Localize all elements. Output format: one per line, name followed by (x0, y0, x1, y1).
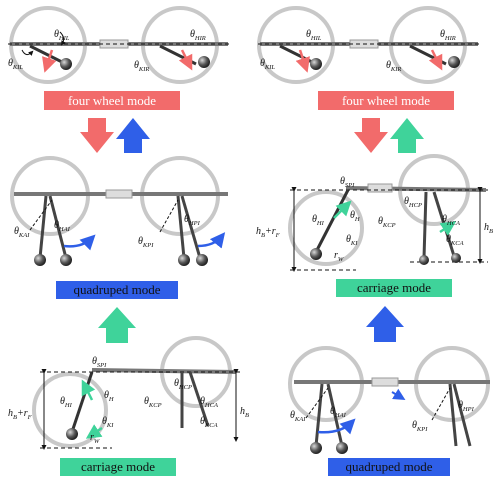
label-theta-HIL: θHIL (54, 29, 70, 42)
panel-bottom-left: θSPI θHI θH θKI rW hB+rF hB θHCP θKCP θH… (8, 336, 249, 476)
rotation-arrow-right (197, 232, 226, 249)
svg-text:θHCA: θHCA (442, 214, 460, 227)
panel-mid-right: θSPI θHI θH θKI rW hB+rF hB θHCP θKCP θH… (256, 154, 493, 297)
rotation-arrow-left (63, 234, 96, 251)
label-theta-KAI: θKAI (14, 226, 30, 239)
svg-text:θHCA: θHCA (200, 396, 218, 409)
leg-left (29, 44, 67, 66)
svg-text:rW: rW (334, 250, 344, 263)
panel-mid-left: θHAI θKAI θHPI θKPI quadruped mode (10, 156, 228, 299)
svg-text:θHI: θHI (312, 214, 325, 227)
svg-text:θH: θH (350, 210, 360, 223)
mode-label: carriage mode (357, 280, 431, 295)
svg-text:θHI: θHI (60, 396, 73, 409)
svg-text:θKIR: θKIR (386, 60, 401, 73)
svg-text:θHIL: θHIL (306, 29, 322, 42)
rotation-arrow-left (42, 49, 57, 73)
svg-text:hB: hB (484, 222, 493, 235)
label-theta-SPI: θSPI (92, 356, 107, 369)
svg-text:θKI: θKI (346, 234, 358, 247)
leg-right (159, 44, 197, 66)
mode-label: quadruped mode (73, 282, 160, 297)
svg-text:θH: θH (104, 390, 114, 403)
svg-text:θHPI: θHPI (458, 400, 475, 413)
svg-text:hB+rF: hB+rF (256, 226, 281, 239)
arrow-up-blue (116, 118, 150, 153)
mode-badge-four-wheel (318, 91, 454, 110)
label-theta-HPI: θHPI (184, 214, 201, 227)
svg-text:θKCA: θKCA (200, 416, 218, 429)
svg-text:θKIL: θKIL (260, 58, 275, 71)
svg-text:θHAI: θHAI (330, 406, 347, 419)
label-theta-KPI: θKPI (138, 236, 154, 249)
svg-text:hB: hB (240, 406, 249, 419)
svg-text:hB+rF: hB+rF (8, 408, 33, 421)
mode-label: carriage mode (81, 459, 155, 474)
label-theta-KIL: θKIL (8, 58, 23, 71)
foot-left (60, 58, 72, 70)
svg-text:θKI: θKI (102, 416, 114, 429)
mode-badge-four-wheel (44, 91, 180, 110)
transition-arrows-right-top (354, 118, 424, 153)
svg-text:θHIR: θHIR (440, 29, 456, 42)
mode-label: quadruped mode (345, 459, 432, 474)
mode-badge-quadruped (56, 281, 178, 299)
panel-top-right: θHIL θKIL θHIR θKIR four wheel mode (257, 6, 482, 110)
label-theta-HIR: θHIR (190, 29, 206, 42)
svg-text:θKPI: θKPI (412, 420, 428, 433)
svg-text:θHCP: θHCP (404, 196, 422, 209)
svg-text:θKCP: θKCP (378, 216, 396, 229)
svg-text:θKAI: θKAI (290, 410, 306, 423)
label-theta-KIR: θKIR (134, 60, 149, 73)
panel-top-left: θHIL θKIL θHIR θKIR four wheel mode (8, 6, 230, 110)
mode-badge-carriage (336, 279, 452, 297)
svg-text:θHCP: θHCP (174, 378, 192, 391)
label-theta-HAI: θHAI (54, 220, 71, 233)
transition-arrows-left-top (80, 118, 150, 153)
svg-text:rW: rW (90, 432, 100, 445)
svg-text:θKCP: θKCP (144, 396, 162, 409)
panel-bottom-right: θHAI θKAI θHPI θKPI quadruped mode (288, 346, 490, 476)
mode-label: four wheel mode (342, 93, 430, 108)
mode-badge-quadruped (328, 458, 450, 476)
mode-label: four wheel mode (68, 93, 156, 108)
arrow-up-green-left (98, 307, 136, 343)
arrow-up-blue-right (366, 306, 404, 342)
mode-badge-carriage (60, 458, 176, 476)
rotation-arrow-right (178, 49, 193, 71)
arrow-down-red (80, 118, 114, 153)
svg-text:θSPI: θSPI (340, 176, 355, 189)
svg-text:θKCA: θKCA (446, 234, 464, 247)
foot-right (198, 56, 210, 68)
